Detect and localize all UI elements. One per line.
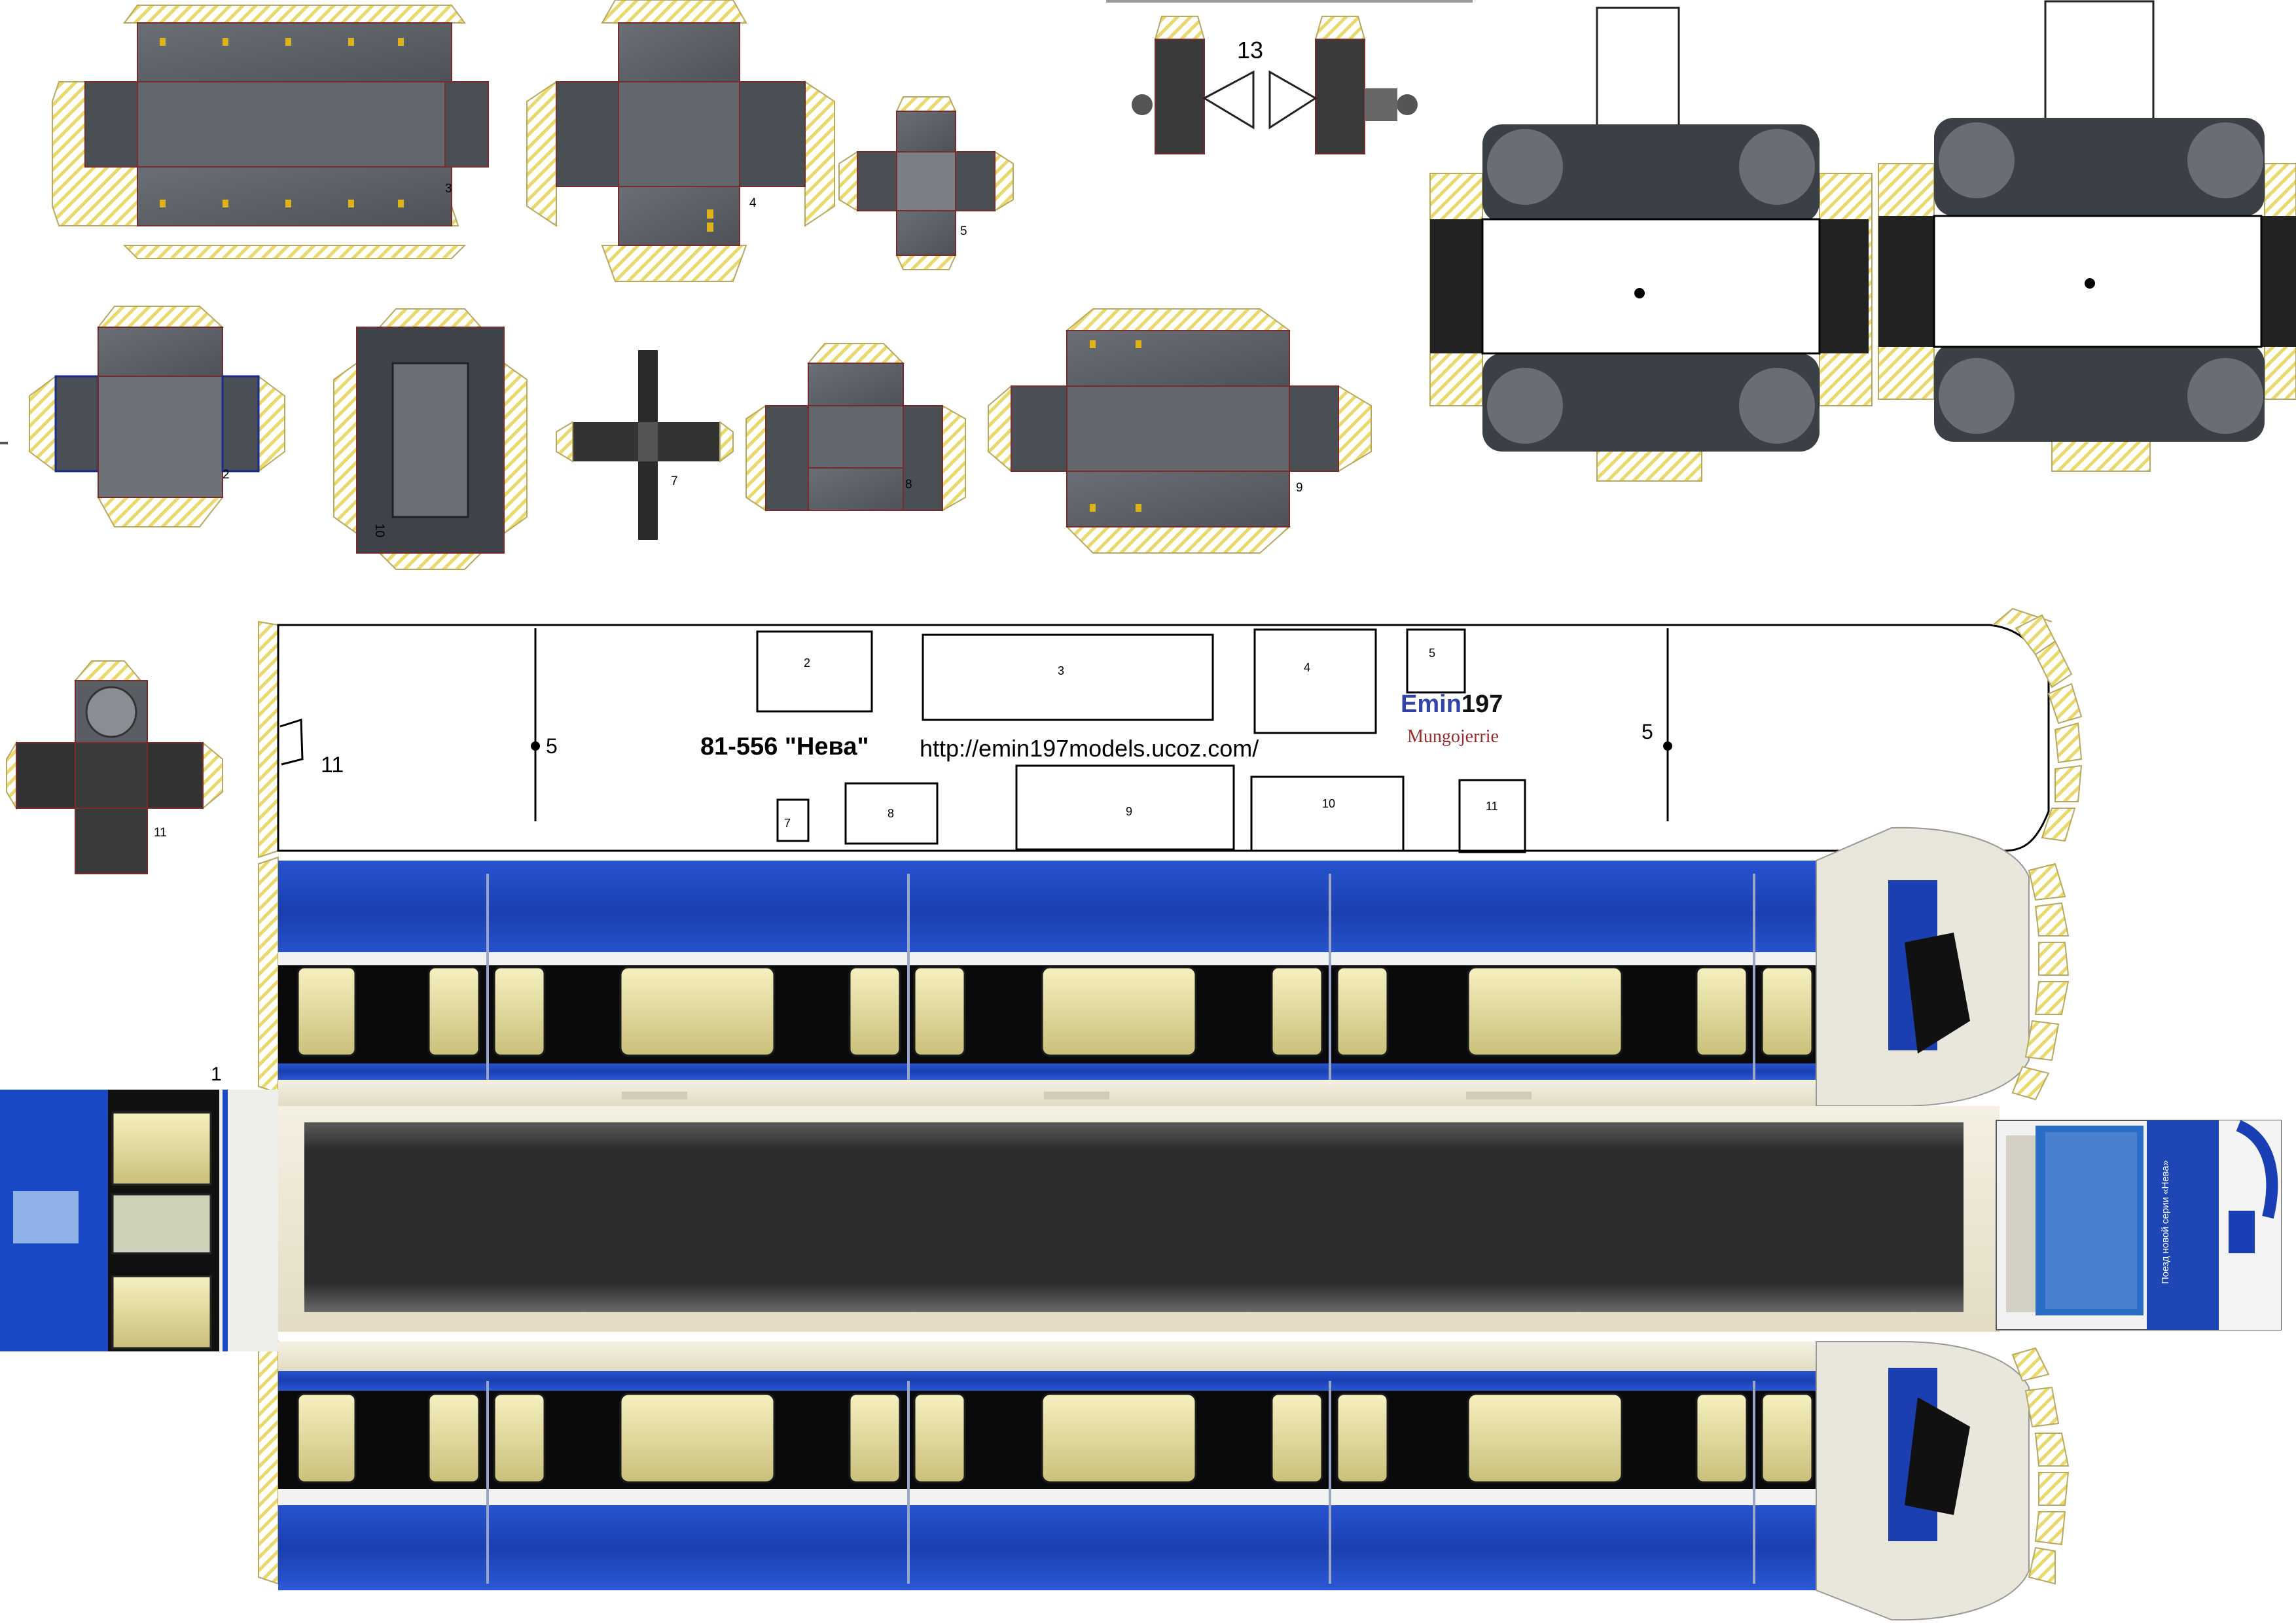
model-url: http://emin197models.ucoz.com/ xyxy=(920,735,1259,762)
part-3-net xyxy=(52,5,489,259)
part-number-5: 5 xyxy=(960,224,967,238)
author-credit: Mungojerrie xyxy=(1407,726,1499,747)
part-number-13: 13 xyxy=(1237,37,1264,63)
part-2-net xyxy=(29,306,285,527)
author-logo: Emin197 xyxy=(1401,690,1503,719)
front-end-right xyxy=(1996,1120,2282,1330)
model-title: 81-556 "Нева" xyxy=(700,733,869,760)
part-13-couplers xyxy=(1106,0,1473,154)
part-number-7: 7 xyxy=(671,474,678,488)
roof-box-8: 8 xyxy=(888,807,895,820)
part-number-9: 9 xyxy=(1296,481,1303,495)
side-upper xyxy=(258,827,2070,1107)
part-10-net xyxy=(333,308,528,570)
part-number-8: 8 xyxy=(905,478,912,491)
roof-marker-right: 5 xyxy=(1641,720,1653,743)
part-number-11: 11 xyxy=(154,826,167,840)
part-11-net xyxy=(6,660,223,874)
part-number-4: 4 xyxy=(749,196,757,210)
roof-box-5: 5 xyxy=(1429,647,1436,660)
bogie-left xyxy=(1429,7,1873,482)
bogie-right xyxy=(1878,0,2296,472)
part-1-net xyxy=(0,1090,278,1351)
roof-part xyxy=(258,607,2083,859)
front-end-caption: Поезд новой серии «Нева» xyxy=(2160,1160,2171,1284)
part-9-net xyxy=(988,308,1372,554)
part-number-2: 2 xyxy=(223,468,230,482)
roof-marker-left: 5 xyxy=(546,734,558,758)
underframe xyxy=(272,1092,2000,1349)
part-number-3: 3 xyxy=(445,182,452,196)
part-5-net xyxy=(838,96,1014,270)
logo-197: 197 xyxy=(1461,690,1503,718)
roof-box-11: 11 xyxy=(1486,800,1498,813)
part-8-net xyxy=(745,343,966,512)
part-number-10: 10 xyxy=(372,524,386,538)
roof-box-2: 2 xyxy=(804,656,811,669)
roof-hatch-number: 11 xyxy=(321,753,344,777)
roof-box-4: 4 xyxy=(1304,661,1311,674)
side-lower xyxy=(258,1340,2070,1621)
roof-box-9: 9 xyxy=(1126,805,1133,818)
roof-box-3: 3 xyxy=(1058,664,1065,677)
logo-emin: Emin xyxy=(1401,690,1462,718)
part-4-net xyxy=(526,0,835,282)
roof-box-10: 10 xyxy=(1322,797,1336,810)
part-number-1: 1 xyxy=(211,1063,222,1085)
roof-box-7: 7 xyxy=(784,817,791,830)
part-7-net xyxy=(556,350,734,540)
